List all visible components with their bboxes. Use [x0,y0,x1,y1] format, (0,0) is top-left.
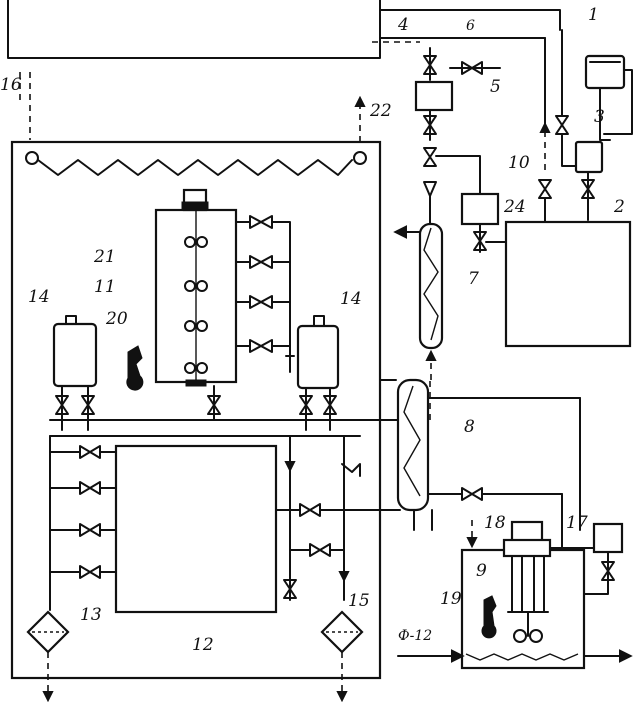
label-phi-12: Ф-12 [398,628,432,644]
heat-exchanger-8 [396,378,581,601]
left-manifold [49,435,117,611]
heater-coil [25,151,367,176]
tank-14-left [52,315,98,431]
label-24: 24 [503,197,526,217]
tank-14-right [285,315,340,431]
filter-15 [320,610,364,703]
label-6: 6 [466,18,475,34]
label-1: 1 [588,5,599,25]
label-16: 16 [0,75,22,95]
label-9: 9 [476,561,487,581]
label-11: 11 [94,277,116,297]
label-18: 18 [484,513,506,533]
label-3: 3 [594,107,605,127]
filter-13 [26,610,70,703]
right-manifold [275,435,401,601]
label-19: 19 [440,589,462,609]
label-13: 13 [80,605,102,625]
vessel-9 [397,520,633,670]
label-22: 22 [369,101,392,121]
column-valves [235,215,291,353]
label-8: 8 [464,417,475,437]
label-7: 7 [468,269,479,289]
label-15: 15 [348,591,370,611]
label-4: 4 [397,15,409,35]
label-2: 2 [613,197,625,217]
heat-exchanger-upper [393,222,444,380]
label-5: 5 [490,77,501,97]
reactor-12 [114,444,278,614]
label-14-right: 14 [340,289,362,309]
fan-icon [184,236,208,374]
label-12: 12 [192,635,214,655]
thermometer-icon [126,345,144,391]
label-14-left: 14 [28,287,50,307]
column-11 [154,188,238,387]
top-duct [7,0,561,59]
label-17: 17 [566,513,588,533]
label-10: 10 [508,153,530,173]
label-20: 20 [105,309,128,329]
label-21: 21 [93,247,116,267]
unit-24 [460,192,507,253]
vessel-2 [504,220,632,348]
